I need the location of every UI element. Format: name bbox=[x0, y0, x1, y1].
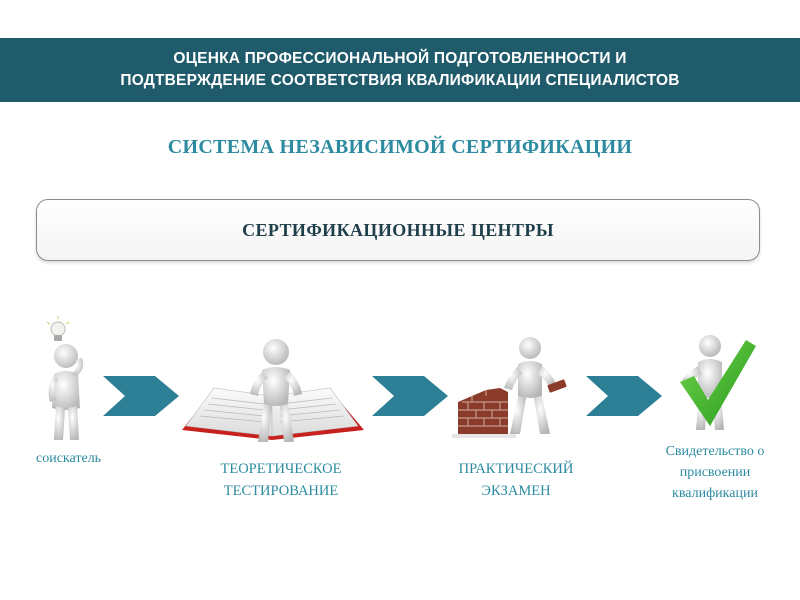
step-practice-label: ПРАКТИЧЕСКИЙ ЭКЗАМЕН bbox=[426, 458, 606, 502]
flow-arrow-1 bbox=[103, 376, 179, 416]
applicant-text: соискатель bbox=[36, 451, 102, 466]
lightbulb-icon bbox=[46, 316, 70, 341]
step-theory-label: ТЕОРЕТИЧЕСКОЕ ТЕСТИРОВАНИЕ bbox=[176, 458, 386, 502]
person-icon bbox=[48, 344, 84, 440]
certification-centers-label: СЕРТИФИКАЦИОННЫЕ ЦЕНТРЫ bbox=[242, 219, 554, 240]
open-book-icon bbox=[182, 387, 364, 440]
brick-wall-icon bbox=[452, 388, 516, 438]
certificate-text-line-2: присвоении bbox=[679, 465, 751, 480]
practice-text-line-2: ЭКЗАМЕН bbox=[481, 483, 551, 499]
person-icon bbox=[504, 337, 567, 434]
theory-text-line-2: ТЕСТИРОВАНИЕ bbox=[223, 483, 339, 499]
theory-text-line-1: ТЕОРЕТИЧЕСКОЕ bbox=[220, 461, 342, 477]
certificate-figure bbox=[680, 335, 756, 430]
certification-centers-box: СЕРТИФИКАЦИОННЫЕ ЦЕНТРЫ bbox=[36, 199, 760, 261]
practice-text-line-1: ПРАКТИЧЕСКИЙ bbox=[458, 461, 574, 477]
chevron-arrow-icon bbox=[586, 376, 662, 416]
certificate-text-line-1: Свидетельство о bbox=[665, 444, 765, 459]
page-subtitle: СИСТЕМА НЕЗАВИСИМОЙ СЕРТИФИКАЦИИ bbox=[167, 136, 633, 158]
step-certificate-label: Свидетельство о присвоении квалификации bbox=[640, 441, 790, 504]
check-mark-icon bbox=[680, 340, 756, 426]
person-icon bbox=[250, 339, 302, 442]
chevron-arrow-icon bbox=[103, 376, 179, 416]
flow-arrow-3 bbox=[586, 376, 662, 416]
header-banner: ОЦЕНКА ПРОФЕССИОНАЛЬНОЙ ПОДГОТОВЛЕННОСТИ… bbox=[0, 38, 800, 102]
flow-arrow-2 bbox=[372, 376, 448, 416]
header-title-line-2: ПОДТВЕРЖДЕНИЕ СООТВЕТСТВИЯ КВАЛИФИКАЦИИ … bbox=[120, 72, 680, 89]
theory-book-figure bbox=[182, 339, 364, 442]
chevron-arrow-icon bbox=[372, 376, 448, 416]
certificate-text-line-3: квалификации bbox=[672, 486, 758, 501]
practice-bricklayer-figure bbox=[452, 337, 567, 438]
header-title-line-1: ОЦЕНКА ПРОФЕССИОНАЛЬНОЙ ПОДГОТОВЛЕННОСТИ… bbox=[173, 50, 627, 67]
step-applicant-label: соискатель bbox=[36, 451, 126, 467]
applicant-figure bbox=[46, 316, 84, 440]
